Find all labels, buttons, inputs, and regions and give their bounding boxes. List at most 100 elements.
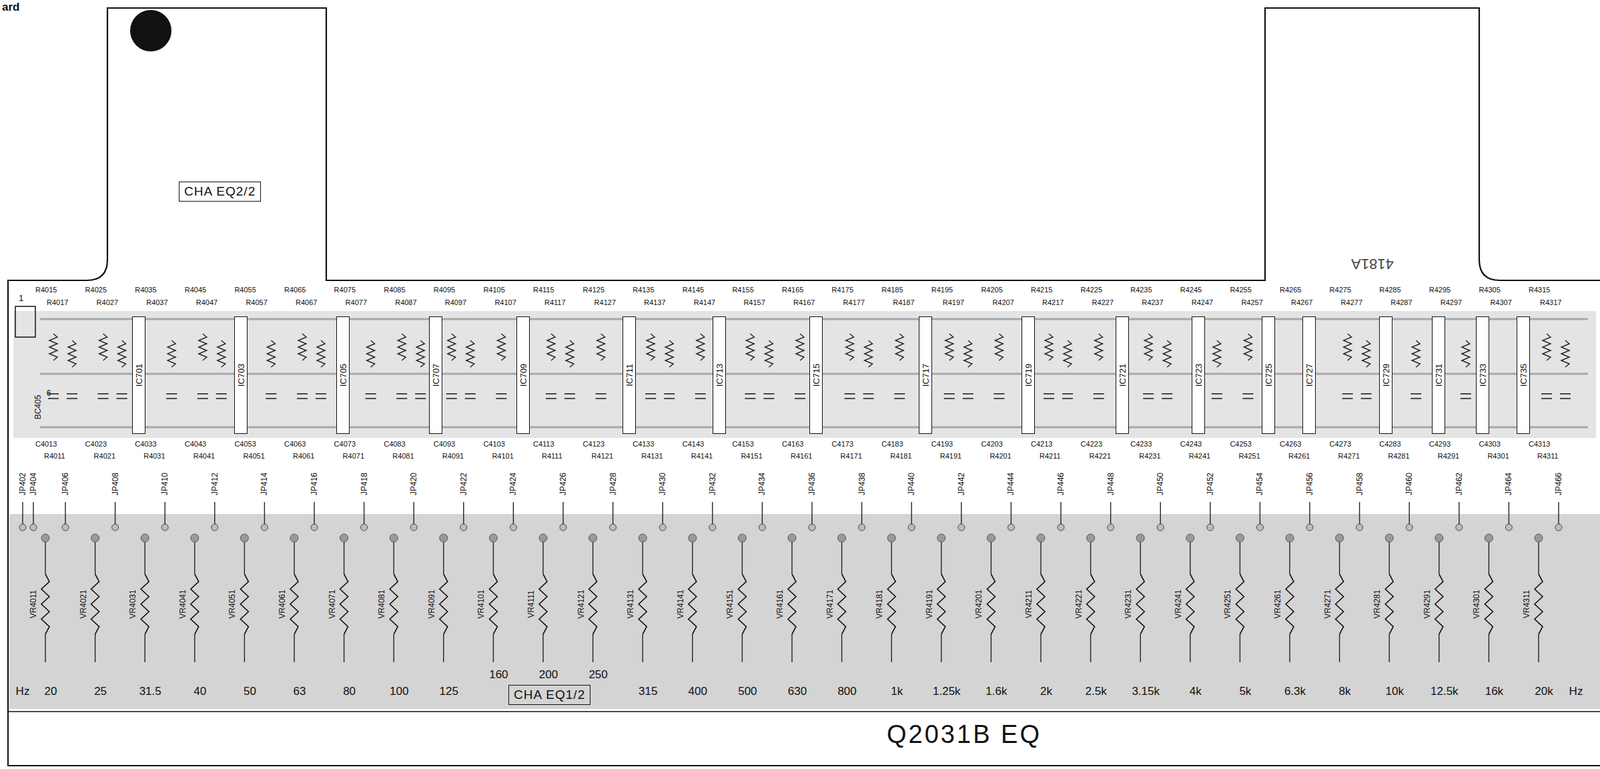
solder-pad [112,523,119,531]
resistor-ref: R4277 [1341,298,1363,307]
resistor-symbol [99,333,108,361]
jumper-ref: JP436 [808,472,817,496]
jumper-wire [413,501,415,525]
resistor-symbol [646,333,655,361]
resistor-symbol [795,333,805,361]
capacitor-symbol [1142,392,1154,395]
ic-ref: IC711 [625,363,634,387]
capacitor-symbol [495,397,507,399]
capacitor-ref: C4313 [1528,440,1550,448]
ic-ref: IC729 [1381,363,1391,387]
jumper-ref: JP430 [658,472,667,496]
slider-lead [741,541,743,574]
potentiometer-ref: VR4201 [974,589,983,618]
potentiometer-ref: VR4291 [1423,589,1432,618]
slider-lead [1239,541,1241,574]
capacitor-symbol [66,397,78,399]
resistor-ref: R4255 [1229,286,1252,294]
jumper-wire [1458,501,1460,525]
jumper-ref: JP448 [1106,472,1115,496]
capacitor-symbol [98,397,109,399]
slider-lead [443,541,444,574]
frequency-label: 315 [638,685,658,697]
potentiometer-ref: VR4211 [1024,589,1033,618]
ic-ref: IC735 [1519,363,1528,387]
capacitor-symbol [545,392,557,395]
frequency-label: 63 [293,685,307,697]
capacitor-symbol [1361,392,1372,395]
potentiometer-ref: VR4061 [278,589,287,618]
slider-lead [343,541,345,574]
slider-lead [940,541,942,574]
potentiometer-ref: VR4261 [1273,589,1282,618]
slider-lead [542,633,544,662]
potentiometer-ref: VR4281 [1373,589,1382,618]
capacitor-ref: C4113 [533,440,555,448]
jumper-wire [960,501,962,525]
potentiometer-ref: VR4051 [228,589,237,618]
slider-lead [691,541,693,574]
capacitor-symbol [396,392,408,395]
solder-pad [410,523,418,531]
capacitor-symbol [315,397,327,399]
potentiometer-symbol [1335,573,1344,634]
slider-lead [1438,541,1440,574]
resistor-ref: R4291 [1437,452,1460,460]
jumper-ref: JP418 [360,472,369,496]
jumper-wire [363,501,365,525]
capacitor-symbol [1242,392,1254,395]
resistor-symbol [665,340,674,367]
capacitor-symbol [1410,392,1422,395]
capacitor-ref: C4193 [931,440,953,448]
solder-pad [389,533,398,542]
solder-pad [1455,523,1463,531]
ic-ref: IC733 [1478,363,1488,387]
ic-package: IC717 [918,316,933,434]
potentiometer-ref: VR4251 [1223,589,1232,618]
slider-lead [642,541,644,574]
resistor-ref: R4095 [433,286,456,294]
resistor-ref: R4241 [1188,452,1211,460]
capacitor-ref: C4083 [383,440,406,448]
capacitor-symbol [1460,397,1472,399]
resistor-ref: R4191 [940,452,962,460]
slider-lead [592,541,594,574]
resistor-ref: R4065 [284,286,306,294]
potentiometer-symbol [589,573,598,634]
sheet-label-box: CHA EQ2/2 [178,181,261,202]
frequency-label: 25 [94,685,107,697]
jumper-ref: JP410 [160,472,169,496]
potentiometer-ref: VR4081 [377,589,386,618]
frequency-label: 2k [1040,685,1053,697]
jumper-ref: JP454 [1255,472,1264,496]
jumper-wire [264,501,265,525]
page-frame [8,711,1600,766]
jumper-ref: JP408 [111,472,120,496]
jumper-wire [1557,501,1559,525]
jumper-ref: JP444 [1006,472,1015,496]
resistor-ref: R4195 [931,286,953,294]
slider-lead [791,633,792,662]
ic-ref: IC725 [1264,363,1274,387]
solder-pad [1007,523,1015,531]
potentiometer-symbol [439,573,448,634]
frequency-label: 1.6k [985,685,1007,697]
trace-area [13,310,1596,438]
jumper-ref: JP424 [509,472,518,496]
resistor-ref: R4015 [35,286,57,294]
jumper-ref: JP426 [559,472,568,496]
resistor-symbol [547,333,556,361]
solder-pad [1534,533,1543,542]
capacitor-symbol [863,397,875,399]
solder-pad [709,523,716,531]
slider-lead [592,633,594,662]
solder-pad [240,533,249,542]
slider-lead [1339,541,1340,574]
capacitor-symbol [545,397,557,399]
resistor-ref: R4211 [1039,452,1061,460]
capacitor-symbol [1093,397,1105,399]
solder-pad [1484,533,1493,542]
solder-pad [589,533,598,542]
potentiometer-symbol [1136,573,1145,634]
slider-lead [1040,541,1041,574]
